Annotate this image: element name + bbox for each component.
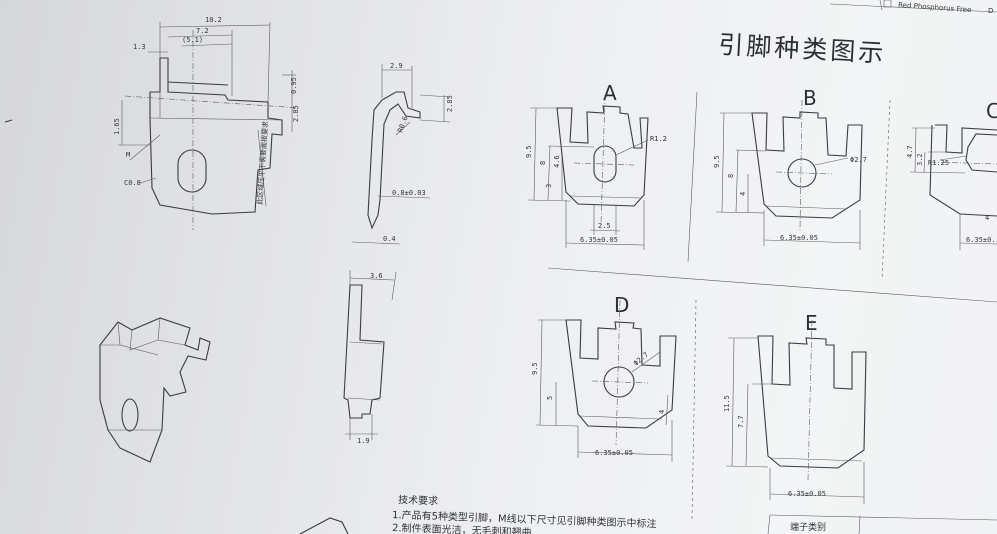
front-view: 3.6 1.9 [343, 270, 397, 445]
tech-notes-heading: 技术要求 [398, 493, 438, 507]
type-d-dim-4: 4 [658, 410, 666, 414]
type-b-dim-9-5: 9.5 [713, 155, 721, 168]
cropped-part-fragment [299, 517, 349, 534]
dim-0-8: 0.8±0.03 [392, 189, 426, 197]
title-block-cell: 端子类别 [790, 521, 826, 533]
type-a-dim-9-5: 9.5 [525, 145, 533, 158]
type-d-letter: D [614, 293, 629, 317]
header-partial: D [988, 7, 993, 15]
type-c-dim-3-2: 3.2 [916, 153, 924, 166]
header-text: Red Phosphorus Free [898, 1, 972, 14]
type-c-dim-4-7: 4.7 [906, 145, 914, 158]
type-a-dim-6-35: 6.35±0.05 [580, 236, 618, 244]
type-a-dim-r1-2: R1.2 [650, 135, 667, 143]
type-d-dim-9-5: 9.5 [531, 362, 539, 375]
header-checkbox-icon [883, 0, 892, 8]
type-a-dim-3: 3 [545, 184, 553, 188]
dim-1-3: 1.3 [133, 43, 146, 51]
type-e-drawing: E 11.5 7.7 6.35±0.05 [723, 311, 867, 504]
type-d-dim-5: 5 [546, 396, 554, 400]
dim-1-9: 1.9 [357, 437, 370, 445]
dim-0-95: 0.95 [290, 77, 298, 94]
type-c-letter: C [986, 99, 997, 123]
type-b-dim-4: 4 [739, 192, 747, 196]
dim-10-2: 10.2 [205, 16, 222, 24]
type-a-dim-8: 8 [539, 161, 547, 165]
type-c-dim-4: 4 [985, 214, 989, 222]
type-b-dim-phi-2-7: Φ2.7 [850, 156, 867, 164]
dim-2-85: 2.85 [292, 105, 300, 122]
dim-2-85-side: 2.85 [446, 95, 454, 112]
type-d-drawing: D 9.5 5 Φ2.7 4 6.35±0.05 [531, 293, 677, 462]
sheet-frame [547, 0, 997, 534]
type-e-dim-7-7: 7.7 [737, 415, 745, 428]
label-m: M [126, 151, 130, 159]
type-e-dim-11-5: 11.5 [723, 395, 731, 412]
tech-notes: 技术要求 1.产品有5种类型引脚，M线以下尺寸见引脚种类图示中标注 2.制件表面… [392, 493, 657, 534]
type-b-dim-8: 8 [727, 174, 735, 178]
dim-0-4: 0.4 [383, 235, 396, 243]
isometric-view [99, 317, 211, 463]
dim-7-2: 7.2 [196, 27, 209, 35]
type-a-letter: A [603, 81, 617, 105]
type-d-dim-6-35: 6.35±0.05 [595, 449, 633, 457]
edge-mark [4, 119, 13, 123]
type-c-dim-r1-25: R1.25 [928, 159, 949, 167]
sheet-title: 引脚种类图示 [718, 30, 887, 68]
type-e-dim-6-35: 6.35±0.05 [788, 490, 826, 498]
dim-1-65: 1.65 [113, 118, 121, 135]
main-view: 10.2 7.2 (5.1) 1.3 0.95 2.85 1.65 M C0.8… [113, 16, 301, 230]
type-a-dim-4-6: 4.6 [553, 155, 561, 168]
type-c-dim-6-35: 6.35±0. [966, 236, 996, 244]
type-a-drawing: A 9.5 8 4.6 3 R1.2 2.5 6.35±0.05 [525, 81, 667, 250]
dim-2-9: 2.9 [390, 62, 403, 70]
main-view-vertical-note: 此区域压平不需要面按要求 [255, 121, 270, 205]
type-b-dim-6-35: 6.35±0.05 [780, 234, 818, 242]
dim-5-1: (5.1) [182, 36, 203, 44]
type-a-dim-2-5: 2.5 [598, 222, 611, 230]
dim-3-6: 3.6 [370, 272, 383, 280]
type-b-drawing: B 9.5 8 4 Φ2.7 6.35±0.05 [713, 86, 867, 250]
dim-c0-8: C0.8 [124, 179, 141, 187]
type-e-letter: E [805, 311, 818, 335]
side-view: 2.9 2.85 R0.6 0.8±0.03 0.4 [351, 62, 454, 245]
type-c-drawing: C 4.7 3.2 R1.25 4 6.35±0. [906, 99, 997, 250]
type-b-letter: B [803, 86, 817, 110]
